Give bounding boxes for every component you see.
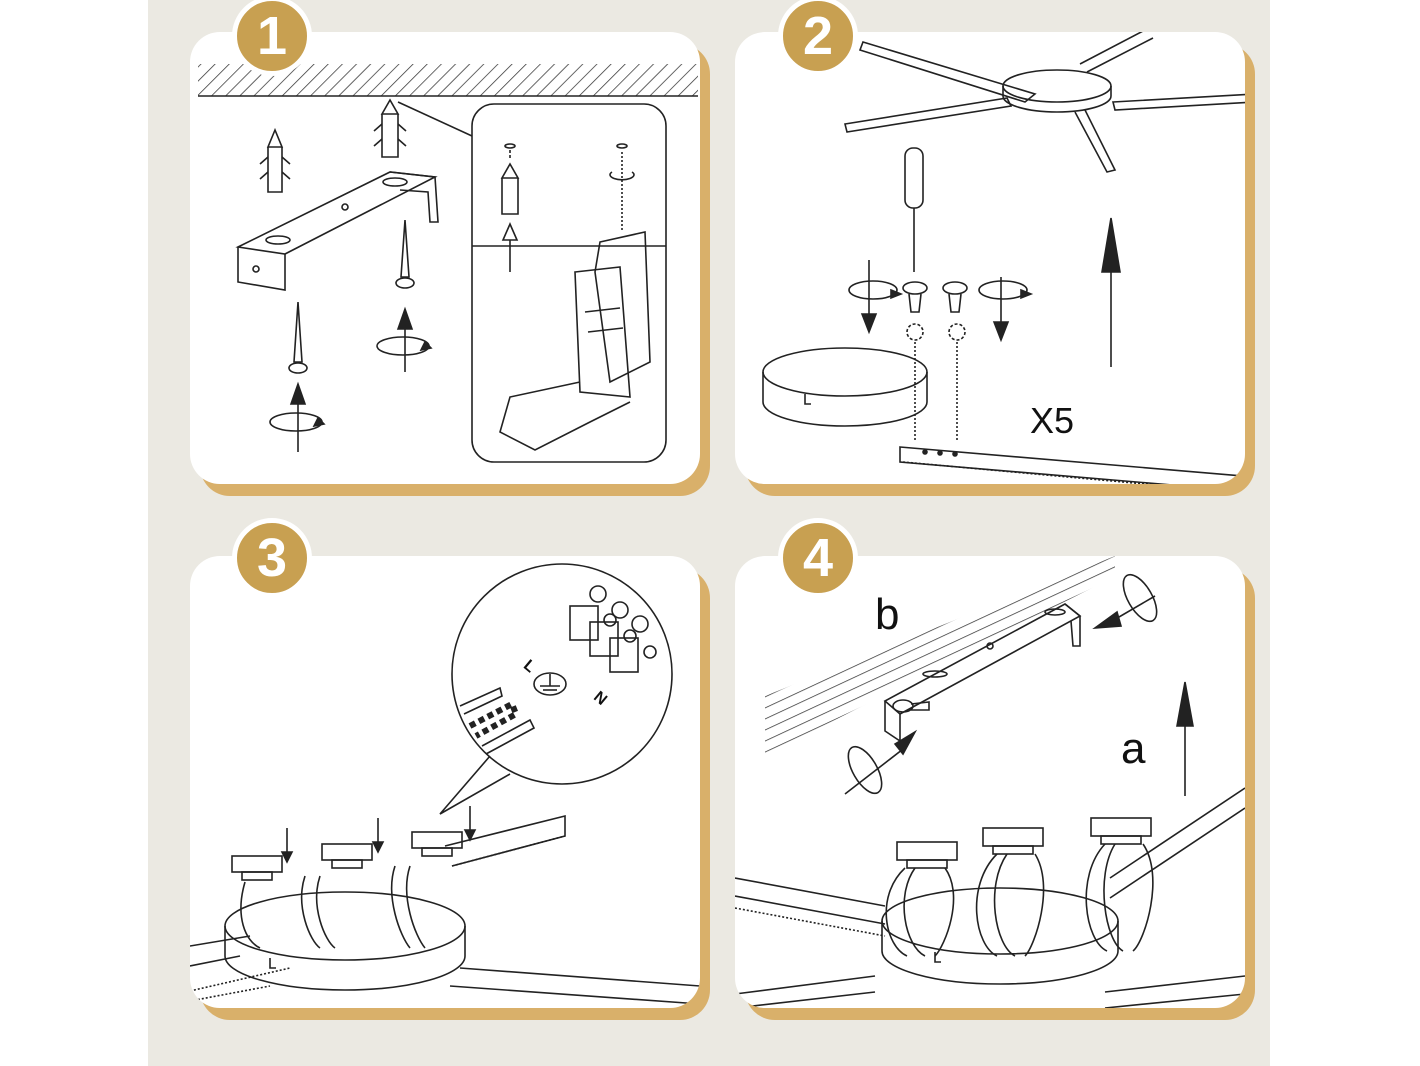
rotate-icon [376, 336, 433, 356]
wall-plug-icon [259, 127, 291, 193]
step-1-illustration [198, 64, 698, 463]
connector-icon [896, 841, 958, 869]
ground-symbol-icon [533, 672, 567, 696]
connector-icon [231, 855, 283, 881]
screw-icon [395, 219, 415, 289]
screwdriver-icon [904, 147, 924, 272]
rotate-icon [269, 412, 326, 432]
up-arrow-icon [501, 222, 519, 272]
drill-hole-icon [504, 143, 516, 160]
down-arrow-icon [992, 277, 1010, 343]
terminal-block-icon [569, 585, 657, 673]
detail-inset [471, 103, 667, 463]
mounting-bracket-icon [235, 171, 439, 291]
step-4-illustration [735, 556, 1245, 1008]
down-arrow-icon [463, 806, 477, 842]
wiring-detail-inset [439, 563, 673, 815]
washer-icon [948, 323, 966, 341]
connector-icon [982, 827, 1044, 855]
quantity-label: X5 [1030, 400, 1075, 441]
wire-bundle-icon [885, 843, 1154, 957]
up-arrow-icon [289, 381, 307, 452]
up-arrow-icon [1101, 217, 1121, 367]
wall-plug-icon [373, 98, 407, 158]
connector-icon [1090, 817, 1152, 845]
step-2-number-badge: 2 [778, 0, 858, 76]
step-3-panel: L N [190, 556, 700, 1008]
screw-icon [902, 281, 928, 313]
step-label-b: b [875, 590, 900, 639]
rotate-icon [978, 280, 1034, 300]
diagonal-arrow-icon [1092, 595, 1156, 630]
wire-ends-icon [459, 686, 536, 755]
lamp-arm-icon [899, 446, 1245, 484]
up-arrow-icon [396, 306, 414, 372]
down-arrow-icon [860, 260, 878, 335]
down-arrow-icon [371, 818, 385, 854]
up-arrow-icon [1176, 681, 1194, 796]
step-2-panel: X5 [735, 32, 1245, 484]
rotate-icon [848, 280, 904, 300]
step-3-illustration [190, 563, 700, 1005]
step-1-panel [190, 32, 700, 484]
step-1-number-badge-outer: 1 [232, 0, 312, 76]
lamp-frame-icon [844, 32, 1245, 173]
wall-plug-icon [500, 162, 520, 215]
rotate-icon [1122, 573, 1158, 623]
screw-icon [892, 699, 930, 713]
diagonal-arrow-icon [844, 729, 918, 795]
screw-icon [942, 281, 968, 313]
center-ring-icon [762, 347, 928, 427]
rotate-icon [847, 745, 883, 795]
step-2-illustration [762, 32, 1245, 484]
wire-bundle-icon [240, 865, 426, 949]
down-arrow-icon [280, 828, 294, 864]
connector-icon [411, 831, 463, 857]
power-drill-icon [499, 143, 651, 451]
screw-icon [288, 301, 308, 374]
step-4-number-badge: 4 [778, 518, 858, 598]
step-label-a: a [1121, 724, 1146, 773]
step-4-panel: b a [735, 556, 1245, 1008]
ceiling-hatch [765, 556, 1115, 756]
connector-icon [321, 843, 373, 869]
lamp-arm-icon [190, 814, 700, 1005]
center-ring-icon [224, 891, 466, 991]
lamp-arm-icon [735, 787, 1245, 1008]
washer-icon [906, 323, 924, 341]
step-3-number-badge: 3 [232, 518, 312, 598]
